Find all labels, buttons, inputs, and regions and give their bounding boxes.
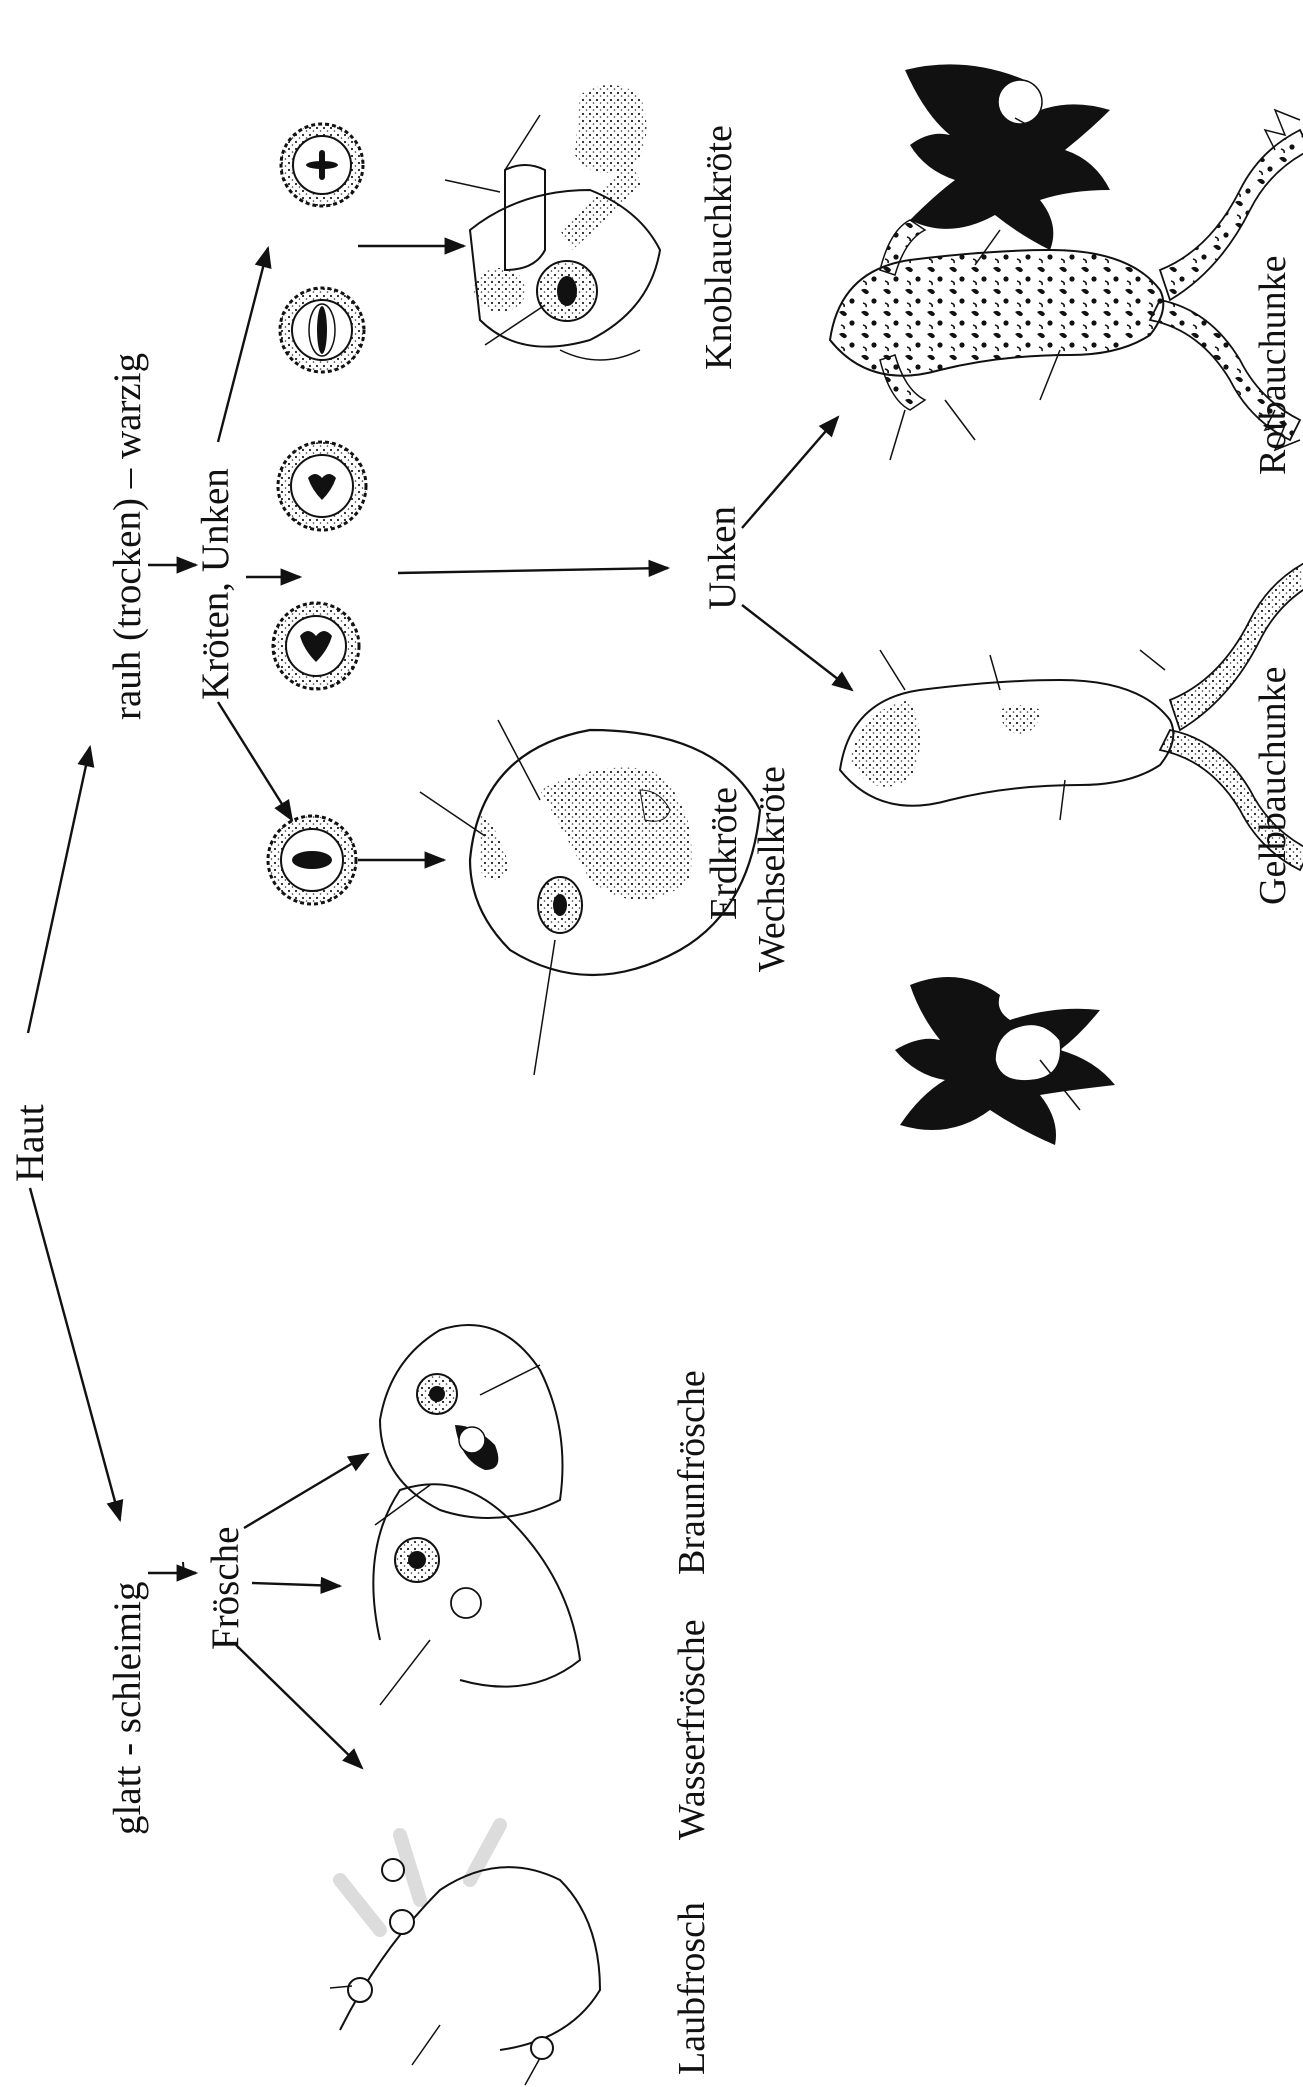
arrow-froesche-mid — [252, 1583, 340, 1586]
pupil-erdkroete — [268, 816, 356, 904]
arrow-kroeten-down — [218, 702, 292, 820]
arrow-froesche-up — [244, 1454, 368, 1528]
tick-mark — [183, 1562, 184, 1576]
knoblauchkroete-head-illustration — [445, 85, 660, 360]
braunfroesche-head-illustration — [375, 1325, 563, 1525]
pupil-knoblauch-lower — [280, 288, 364, 372]
arrow-haut-to-rauh — [28, 747, 90, 1033]
label-glatt-schleimig: glatt - schleimig — [108, 1582, 147, 1835]
gelbbauchunke-illustration — [840, 560, 1303, 870]
rotbauchunke-hand-illustration — [905, 64, 1110, 250]
gelbbauchunke-hand-illustration — [895, 977, 1115, 1145]
arrow-froesche-down — [236, 1645, 362, 1768]
pupil-unken-lower — [273, 603, 359, 689]
arrow-kroeten-up — [218, 248, 268, 442]
label-knoblauchkroete: Knoblauchkröte — [700, 125, 738, 370]
label-haut: Haut — [10, 1104, 50, 1182]
label-wasserfroesche: Wasserfrösche — [673, 1619, 711, 1840]
label-gelbbauchunke: Gelbbauchunke — [1254, 667, 1292, 905]
label-laubfrosch: Laubfrosch — [673, 1902, 711, 2075]
pupil-knoblauch-upper — [281, 124, 363, 206]
arrows — [28, 246, 852, 1768]
label-braunfroesche: Braunfrösche — [673, 1370, 711, 1575]
label-wechselkroete: Wechselkröte — [753, 766, 791, 972]
label-rauh-trocken-warzig: rauh (trocken) – warzig — [108, 353, 147, 720]
laubfrosch-hand-illustration — [330, 1825, 600, 2085]
pupil-unken-upper — [278, 442, 366, 530]
label-froesche: Frösche — [206, 1527, 245, 1650]
label-rotbauchunke: Rotbauchunke — [1254, 255, 1292, 475]
label-erdkroete: Erdkröte — [705, 787, 743, 920]
label-unken: Unken — [703, 506, 742, 610]
label-kroeten-unken: Kröten, Unken — [196, 468, 235, 700]
arrow-unken-up — [742, 417, 838, 528]
arrow-unken-down — [742, 605, 852, 690]
arrow-haut-to-glatt — [30, 1188, 120, 1520]
arrow-to-unken — [398, 568, 668, 573]
